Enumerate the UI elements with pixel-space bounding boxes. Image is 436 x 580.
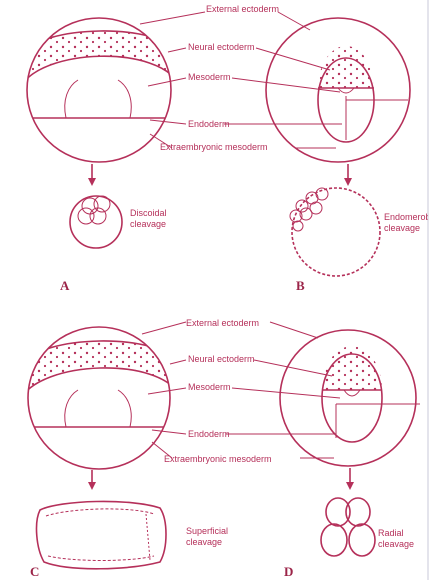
cleavage-b-cell-6	[310, 202, 322, 214]
caption-a-wrap: Discoidal cleavage	[130, 208, 190, 238]
caption-d: Radial cleavage	[378, 528, 426, 550]
leader2-meso-a	[148, 388, 186, 394]
cleavage-c-sketch	[37, 501, 166, 568]
panel-letter-c: C	[30, 564, 39, 579]
leader2-endo-a	[152, 430, 186, 434]
label-endoderm-1: Endoderm	[188, 119, 230, 129]
leader-neural-b	[256, 48, 330, 70]
leader-ext-ecto-b	[278, 12, 310, 30]
caption-b-wrap: Endomeroblastic cleavage	[384, 212, 436, 242]
arrow-b-head	[344, 178, 352, 186]
label-external-ectoderm-2: External ectoderm	[186, 318, 259, 328]
panel-b-neural-fill	[318, 46, 374, 88]
label-endoderm-2: Endoderm	[188, 429, 230, 439]
panel-c-mesoderm-right	[118, 390, 131, 427]
panel-b-embryo	[266, 18, 410, 162]
leader-neural-a	[168, 48, 186, 52]
leader2-neural-a	[170, 360, 186, 364]
panel-letter-b: B	[296, 278, 305, 293]
cleavage-a-cell-1	[82, 198, 98, 214]
label-external-ectoderm-1: External ectoderm	[206, 4, 279, 14]
caption-a: Discoidal cleavage	[130, 208, 180, 230]
leader-meso-a	[148, 78, 186, 86]
cleavage-d-cell-4	[349, 524, 375, 556]
panel-d-notch	[344, 390, 360, 396]
cleavage-c-inner-bottom	[48, 556, 154, 561]
cleavage-b-sketch	[290, 188, 380, 276]
cleavage-a-egg	[70, 196, 122, 248]
caption-c-wrap: Superficial cleavage	[186, 526, 256, 556]
cleavage-d-sketch	[321, 498, 375, 556]
caption-b: Endomeroblastic cleavage	[384, 212, 428, 234]
label-neural-ectoderm-2: Neural ectoderm	[188, 354, 255, 364]
panel-letter-d: D	[284, 564, 293, 579]
leader2-neural-b	[254, 360, 332, 376]
panel-d-embryo	[280, 330, 420, 466]
panel-letter-a: A	[60, 278, 70, 293]
label-mesoderm-2: Mesoderm	[188, 382, 231, 392]
leader-lines-bottom	[142, 322, 340, 458]
label-neural-ectoderm-1: Neural ectoderm	[188, 42, 255, 52]
caption-c: Superficial cleavage	[186, 526, 246, 548]
panel-c-neural-band-fill	[20, 341, 180, 400]
cleavage-b-cell-7	[293, 221, 303, 231]
panel-a-embryo	[20, 18, 180, 162]
label-extraembryonic-1: Extraembryonic mesoderm	[160, 142, 268, 152]
cleavage-c-inner-right	[146, 514, 150, 560]
leader-ext-ecto-a	[140, 12, 205, 24]
label-extraembryonic-2: Extraembryonic mesoderm	[164, 454, 272, 464]
panel-a-neural-band-fill	[20, 31, 180, 88]
cleavage-a-sketch	[70, 196, 122, 248]
label-mesoderm-1: Mesoderm	[188, 72, 231, 82]
arrow-d-head	[346, 482, 354, 490]
leader-endo-a	[150, 120, 186, 124]
cleavage-c-egg	[37, 501, 166, 568]
arrow-a-head	[88, 178, 96, 186]
panel-d-neural-fill	[322, 346, 382, 390]
panel-c-mesoderm-left	[65, 390, 78, 427]
arrow-c-head	[88, 482, 96, 490]
caption-d-wrap: Radial cleavage	[378, 528, 430, 558]
panel-a-mesoderm-left	[65, 80, 78, 118]
leader2-ext-ecto-b	[270, 322, 318, 338]
cleavage-c-inner-top	[46, 509, 154, 516]
panel-a-mesoderm-right	[118, 80, 131, 118]
cleavage-d-cell-3	[321, 524, 347, 556]
leader2-ext-ecto-a	[142, 322, 186, 334]
cleavage-a-cell-3	[78, 208, 94, 224]
panel-c-embryo	[20, 327, 180, 469]
